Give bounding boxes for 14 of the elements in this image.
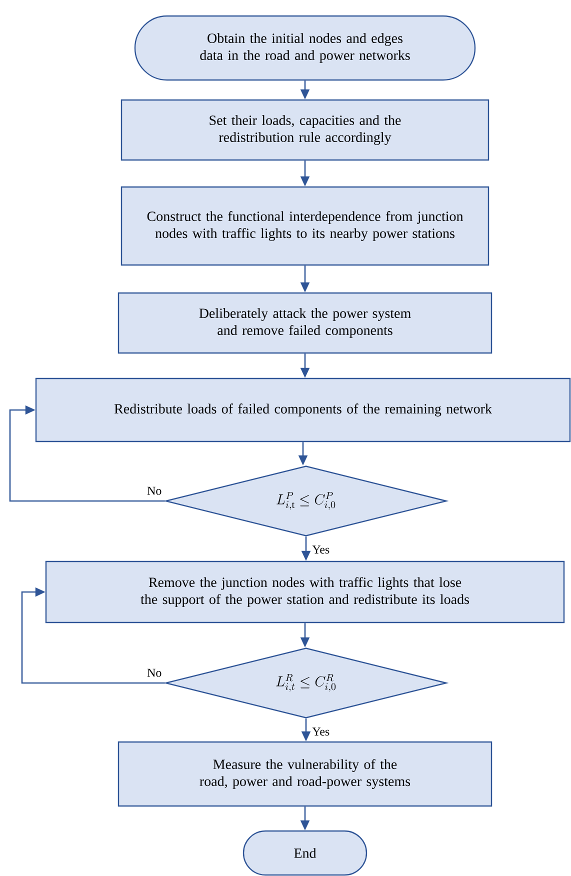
terminal-box: Obtain the initial nodes and edges data in the road and power networks <box>134 15 476 81</box>
arrow <box>9 405 165 502</box>
process-box: Measure the vulnerability of the road, power and road-power systems <box>118 741 492 807</box>
edge-label: Yes <box>312 546 330 554</box>
edge-label: No <box>147 486 162 495</box>
edge-label: No <box>147 668 162 677</box>
process-box: Construct the functional interdependence from junction nodes with traffic lights to its nearby power stations <box>120 186 490 266</box>
terminal-box: End <box>242 830 368 876</box>
arrow <box>21 587 165 684</box>
process-box: Remove the junction nodes with traffic lights that lose the support of the power station and redistribute its loads <box>45 560 565 624</box>
process-box: Set their loads, capacities and the redistribution rule accordingly <box>120 99 490 161</box>
process-box: Deliberately attack the power system and remove failed components <box>118 292 492 354</box>
edge-label: Yes <box>312 728 330 736</box>
process-box: Redistribute loads of failed components of the remaining network <box>35 378 571 442</box>
